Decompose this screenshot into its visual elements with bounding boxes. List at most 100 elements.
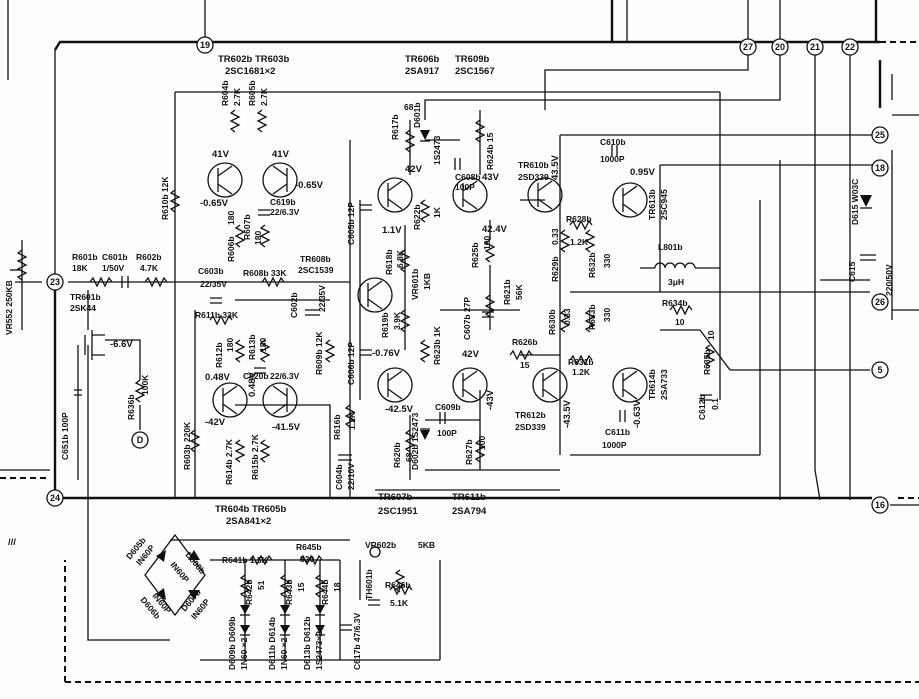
svg-text:D: D — [137, 435, 144, 445]
node-24: 24 — [46, 489, 64, 507]
label-r645: R645b — [296, 542, 322, 552]
label-r615: R615b 2.7K — [250, 433, 260, 480]
label-r627: R627b — [464, 439, 474, 465]
label-r612: R612b — [214, 342, 224, 368]
label-435v: 43.5V — [550, 155, 561, 180]
label-r613: R613b — [247, 334, 257, 360]
node-25: 25 — [871, 126, 889, 144]
svg-text:25: 25 — [875, 130, 885, 140]
label-065v-b: -0.65V — [295, 180, 324, 191]
label-076v: -0.76V — [372, 348, 401, 359]
label-r618: R618b — [384, 249, 394, 275]
label-tr612-type: 2SD339 — [515, 422, 546, 432]
label-r632-value: 330 — [602, 254, 612, 268]
label-d609-type: 1N60 ×2 — [239, 637, 249, 670]
node-19: 19 — [196, 36, 214, 54]
label-tr613-type: 2SC945 — [659, 189, 669, 220]
label-tr609: TR609b — [455, 54, 490, 65]
node-27: 27 — [739, 38, 757, 56]
label-tr602: TR602b TR603b — [218, 54, 289, 65]
node-5: 5 — [871, 361, 889, 379]
label-c620: C620b — [243, 371, 269, 381]
label-r604: R604b — [220, 80, 230, 106]
label-063v: -0.63V — [632, 399, 643, 428]
label-r605: R605b — [247, 80, 257, 106]
label-r606: R606b — [226, 236, 236, 262]
label-r626-value: 15 — [520, 360, 530, 370]
label-tr614-type: 2SA733 — [659, 369, 669, 400]
label-r630: R630b — [547, 309, 557, 335]
label-42v-b: 42V — [405, 164, 423, 175]
label-tr604: TR604b TR605b — [215, 504, 286, 515]
label-r635: R635b — [702, 349, 712, 375]
label-c604: C604b — [334, 464, 344, 490]
label-c619-value: 22/6.3V — [270, 207, 300, 217]
label-095v: 0.95V — [630, 167, 655, 178]
label-d613: D613b D612b — [302, 617, 312, 670]
svg-text:23: 23 — [50, 277, 60, 287]
svg-text:22: 22 — [845, 42, 855, 52]
node-16: 16 — [871, 496, 889, 514]
label-c603: C603b — [198, 266, 224, 276]
label-c612: C612b — [697, 394, 707, 420]
label-c651: C651b 100P — [60, 412, 70, 460]
label-r633-value: 330 — [602, 308, 612, 322]
label-r616-value: 1.2K — [347, 411, 357, 430]
label-c604-value: 22/10V — [346, 463, 356, 490]
label-424v: 42.4V — [482, 224, 507, 235]
label-d608-type: IN60P — [168, 560, 191, 585]
label-415v: -41.5V — [272, 422, 301, 433]
label-r631: R631b — [568, 357, 594, 367]
label-c610: C610b — [600, 137, 626, 147]
label-vr602: VR602b — [365, 540, 396, 550]
label-c605: C605b 12P — [346, 202, 356, 245]
label-r629: R629b — [550, 256, 560, 282]
label-r629-value: 0.33 — [550, 228, 560, 245]
label-r609: R609b 12K — [314, 331, 324, 375]
label-r614: R614b 2.7K — [224, 438, 234, 485]
label-r621: R621b — [502, 279, 512, 305]
bus-wires — [0, 0, 919, 683]
label-r636: R636b — [126, 394, 136, 420]
label-r635-value: 10 — [706, 330, 716, 340]
label-r610: R610b 12K — [160, 176, 170, 220]
label-c617: C617b 47/6.3V — [352, 612, 362, 670]
svg-text:27: 27 — [743, 42, 753, 52]
label-l801-value: 3μH — [668, 277, 684, 287]
label-tr601: TR601b — [70, 292, 101, 302]
label-r644: R644b — [320, 579, 330, 605]
label-d609: D609b D609b — [227, 617, 237, 670]
label-r634-value: 10 — [675, 317, 685, 327]
label-r601-value: 18K — [72, 263, 88, 273]
svg-text:16: 16 — [875, 500, 885, 510]
label-r646: R646b — [385, 580, 411, 590]
label-r603: R603b 220K — [182, 421, 192, 470]
label-d611: D611b D614b — [267, 617, 277, 670]
node-D: D — [131, 431, 149, 449]
label-tr608-type: 2SC1539 — [298, 265, 334, 275]
label-r627-value: 100 — [477, 436, 487, 450]
label-43v: 43V — [482, 172, 500, 183]
label-c602-value: 22/35V — [317, 285, 327, 312]
label-r607-value: 180 — [253, 231, 263, 245]
label-tr607-type: 2SC1951 — [378, 506, 418, 517]
svg-text:20: 20 — [775, 42, 785, 52]
label-vr601: VR601b — [410, 269, 420, 300]
label-43v-neg: -43V — [485, 389, 496, 410]
label-r644-value: 18 — [332, 582, 342, 592]
label-c606: C606b 12P — [346, 342, 356, 385]
label-42v-c: 42V — [462, 349, 480, 360]
label-vr552: VR552 250KB — [4, 280, 14, 335]
label-r602: R602b — [136, 252, 162, 262]
connector-nodes: 19 23 24 27 20 21 22 25 18 26 5 16 D — [46, 36, 889, 514]
node-22: 22 — [841, 38, 859, 56]
label-tr606-type: 2SA917 — [405, 66, 439, 77]
label-048v-a: 0.48V — [205, 372, 230, 383]
label-r611: R611b 33K — [195, 310, 239, 320]
ground-symbol: /// — [8, 537, 16, 548]
label-r601: R601b — [72, 252, 98, 262]
label-c615: C615 — [847, 261, 857, 282]
label-c611-value: 1000P — [602, 440, 627, 450]
node-21: 21 — [806, 38, 824, 56]
label-r607: R607b — [242, 214, 252, 240]
